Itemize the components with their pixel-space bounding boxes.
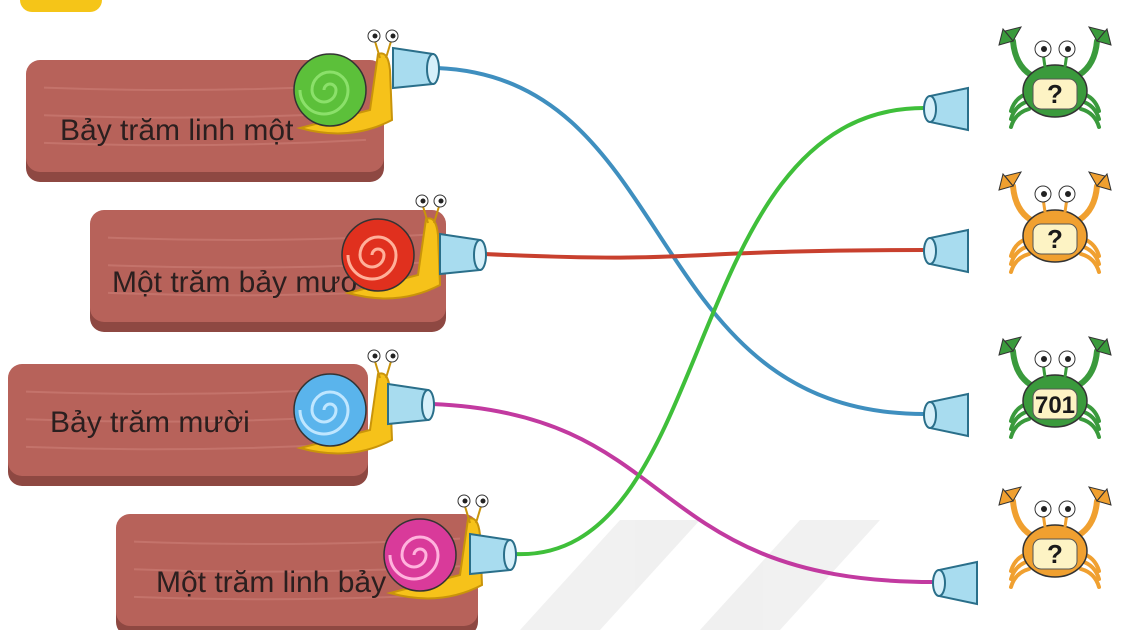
crab-label: 701 bbox=[1035, 392, 1075, 419]
connecting-string[interactable] bbox=[430, 402, 935, 584]
crabs-layer: ?? 701? bbox=[923, 26, 1112, 606]
snail-icon bbox=[383, 494, 489, 600]
tin-cup-icon[interactable] bbox=[923, 392, 969, 438]
tin-cup-icon[interactable] bbox=[923, 228, 969, 274]
watermark-shapes bbox=[520, 520, 880, 630]
crab-icon: 701 bbox=[998, 336, 1112, 439]
phrase-plank[interactable]: Bảy trăm mười bbox=[8, 364, 368, 486]
snail-icon bbox=[293, 349, 399, 455]
tin-cup-icon[interactable] bbox=[392, 46, 440, 90]
tin-cup-icon[interactable] bbox=[387, 382, 435, 426]
snail-icon bbox=[293, 29, 399, 135]
connecting-string[interactable] bbox=[512, 106, 926, 557]
tin-cup-icon[interactable] bbox=[932, 560, 978, 606]
tin-cup-icon[interactable] bbox=[439, 232, 487, 276]
crab-label: ? bbox=[1047, 539, 1063, 569]
corner-tab bbox=[20, 0, 102, 12]
crab-icon: ? bbox=[998, 171, 1112, 274]
strings-layer bbox=[430, 66, 935, 584]
crab-label: ? bbox=[1047, 224, 1063, 254]
phrase-text: Một trăm linh bảy bbox=[156, 566, 386, 599]
crab-label: ? bbox=[1047, 79, 1063, 109]
phrase-text: Bảy trăm linh một bbox=[60, 114, 294, 147]
phrase-text: Một trăm bảy mươi bbox=[112, 266, 367, 299]
crab-icon: ? bbox=[998, 486, 1112, 589]
connecting-string[interactable] bbox=[435, 66, 926, 416]
tin-cup-icon[interactable] bbox=[923, 86, 969, 132]
phrase-text: Bảy trăm mười bbox=[50, 406, 250, 439]
wood-grain bbox=[43, 138, 367, 147]
crab-icon: ? bbox=[998, 26, 1112, 129]
tin-cup-icon[interactable] bbox=[469, 532, 517, 576]
connecting-string[interactable] bbox=[482, 248, 926, 260]
